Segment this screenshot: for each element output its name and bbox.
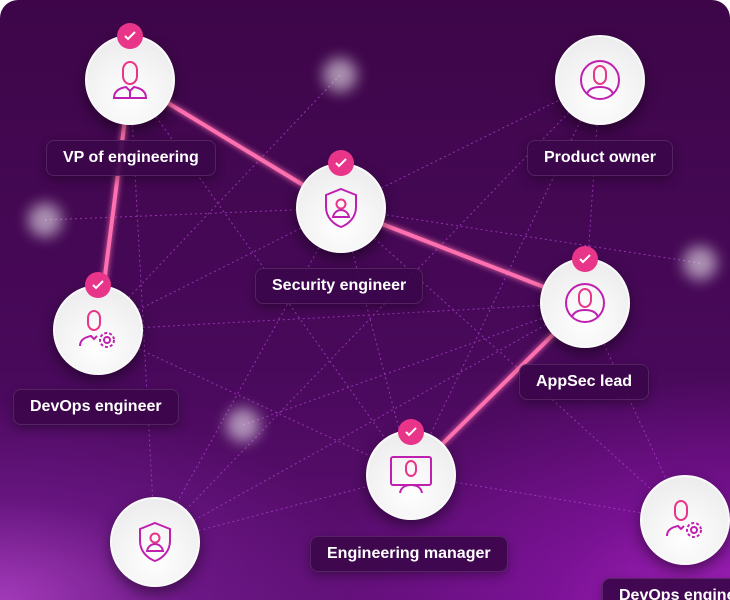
node-vp-of-engineering[interactable] [85, 35, 175, 125]
blurred-node [323, 58, 357, 92]
node-devops-engineer[interactable] [53, 285, 143, 375]
node-label: DevOps engineer [13, 389, 179, 425]
node-security-engineer-2[interactable] [110, 497, 200, 587]
shield-user-icon [139, 521, 171, 563]
node-engineering-manager[interactable] [366, 430, 456, 520]
blurred-node [683, 246, 717, 280]
check-badge [85, 272, 111, 298]
user-circle-icon [580, 60, 620, 100]
user-gear-icon [79, 310, 115, 348]
blurred-node [28, 203, 62, 237]
shield-user-icon [325, 187, 357, 229]
check-badge [328, 150, 354, 176]
monitor-user-icon [390, 456, 432, 494]
node-label: VP of engineering [46, 140, 216, 176]
user-gear-icon [666, 500, 702, 538]
node-product-owner[interactable] [555, 35, 645, 125]
check-icon [405, 427, 417, 437]
node-security-engineer[interactable] [296, 163, 386, 253]
node-label: Engineering manager [310, 536, 508, 572]
node-devops-engineer-2[interactable] [640, 475, 730, 565]
check-badge [117, 23, 143, 49]
node-label: Product owner [527, 140, 674, 176]
node-label: AppSec lead [519, 364, 650, 400]
user-circle-icon [565, 283, 605, 323]
check-icon [124, 31, 136, 41]
check-icon [335, 158, 347, 168]
blurred-node [226, 408, 260, 442]
check-badge [572, 246, 598, 272]
user-tie-icon [112, 61, 148, 99]
check-icon [92, 280, 104, 290]
check-icon [579, 254, 591, 264]
node-label: Security engineer [255, 268, 424, 304]
check-badge [398, 419, 424, 445]
node-label: DevOps engineer [602, 578, 730, 600]
